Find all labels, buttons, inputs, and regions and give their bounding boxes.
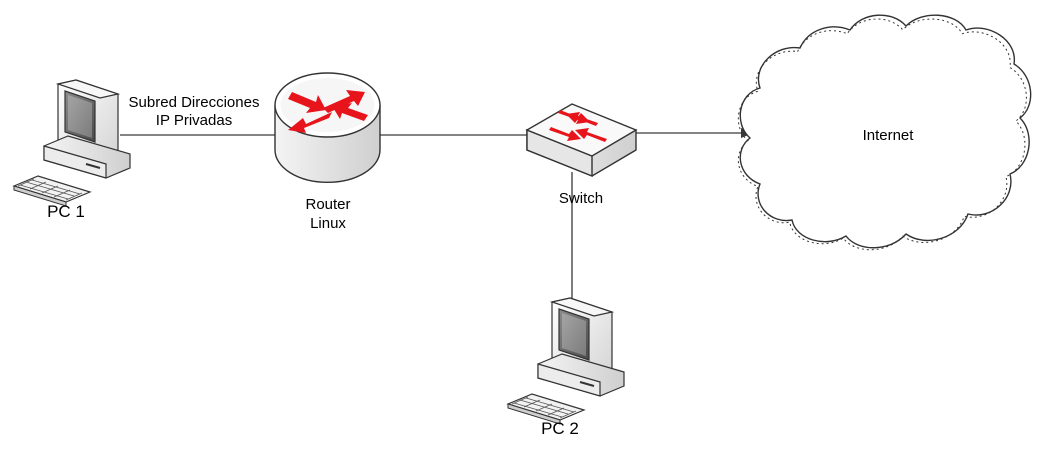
switch-icon [525,103,638,178]
router-label-line1: Router [305,196,350,213]
router-icon [274,72,381,184]
cloud-icon [737,14,1032,251]
pc1-label: PC 1 [47,202,85,221]
router-label-line2: Linux [310,215,346,232]
switch-label: Switch [559,190,603,207]
pc2-label: PC 2 [541,419,579,438]
internet-label: Internet [863,127,915,144]
pc2-icon [507,297,625,425]
link-label-line1: Subred Direcciones [129,94,260,111]
pc1-icon [13,79,131,207]
link-label-line2: IP Privadas [156,112,232,129]
